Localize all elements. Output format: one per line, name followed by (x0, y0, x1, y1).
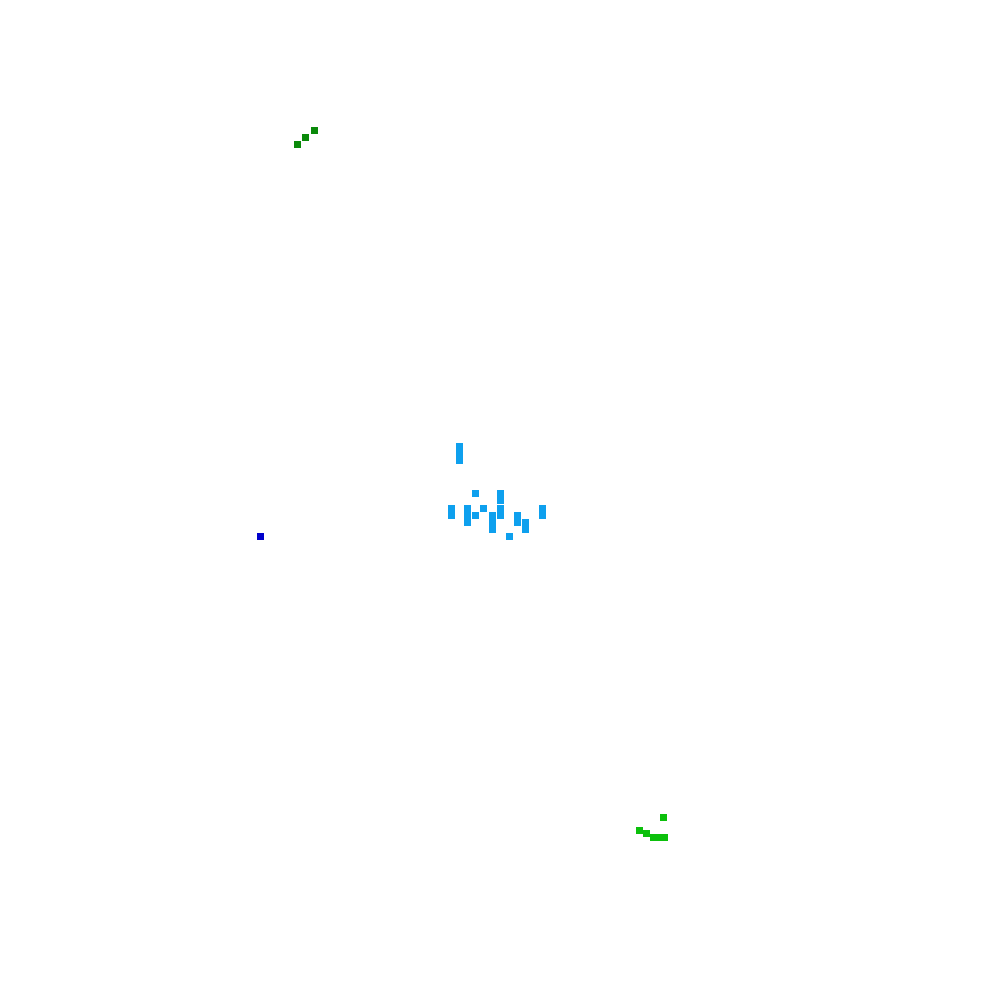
sky-blue-cluster-square (448, 512, 455, 519)
blue-cell-square (257, 533, 264, 540)
sky-blue-cluster-square (464, 519, 471, 526)
sky-blue-cluster-square (497, 512, 504, 519)
sky-blue-cluster-square (514, 519, 521, 526)
sky-blue-cluster-square (522, 526, 529, 533)
green-cluster-square (643, 830, 650, 837)
green-cluster-square (650, 834, 657, 841)
sky-blue-cluster-square (497, 497, 504, 504)
sky-blue-cluster-square (539, 512, 546, 519)
green-cluster-square (661, 834, 668, 841)
green-cluster-square (660, 814, 667, 821)
sky-blue-cluster-square (489, 526, 496, 533)
sky-blue-cluster-square (472, 490, 479, 497)
dark-green-cluster-square (302, 134, 309, 141)
sky-blue-cluster-square (448, 505, 455, 512)
green-cluster-square (657, 834, 664, 841)
sky-blue-cluster-square (539, 505, 546, 512)
dark-green-cluster-square (311, 127, 318, 134)
sky-blue-cluster-square (456, 450, 463, 457)
dark-green-cluster-square (294, 141, 301, 148)
green-cluster-square (636, 827, 643, 834)
sky-blue-cluster-square (456, 457, 463, 464)
sky-blue-cluster-square (456, 443, 463, 450)
sky-blue-cluster-square (472, 512, 479, 519)
sky-blue-cluster-square (464, 505, 471, 512)
sky-blue-cluster-square (464, 512, 471, 519)
sky-blue-cluster-square (514, 512, 521, 519)
sky-blue-cluster-square (489, 512, 496, 519)
sky-blue-cluster-square (497, 505, 504, 512)
sky-blue-cluster-square (480, 505, 487, 512)
sky-blue-cluster-square (506, 533, 513, 540)
sky-blue-cluster-square (489, 519, 496, 526)
sky-blue-cluster-square (497, 490, 504, 497)
sky-blue-cluster-square (522, 519, 529, 526)
